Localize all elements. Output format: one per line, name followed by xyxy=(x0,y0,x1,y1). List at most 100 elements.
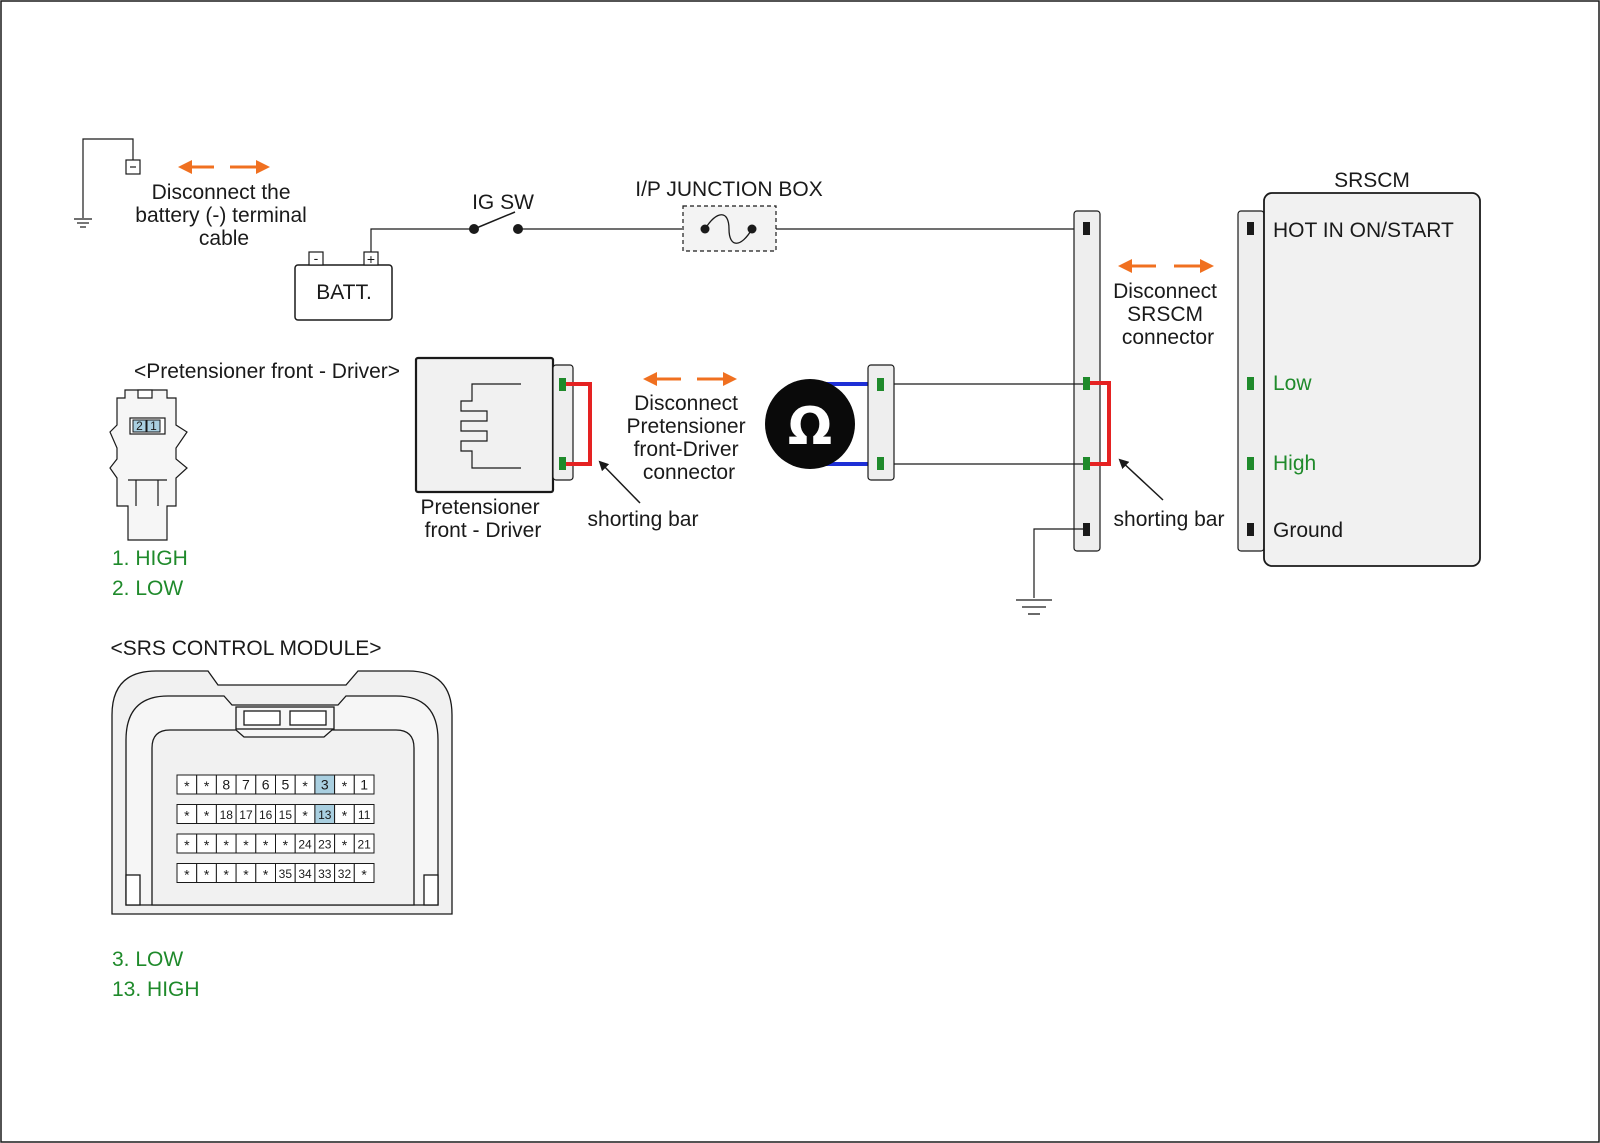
harness-pin-hot xyxy=(1083,222,1090,235)
battery-minus-label: - xyxy=(314,250,319,266)
harness-pin-ground xyxy=(1083,523,1090,536)
pretensioner-pin-1 xyxy=(559,378,566,391)
srs-pin-label: 6 xyxy=(262,777,270,793)
harness-pin-high xyxy=(1083,457,1090,470)
srs-module-title: <SRS CONTROL MODULE> xyxy=(110,637,381,660)
srs-pin-label: 18 xyxy=(220,808,234,822)
srs-pin-label: * xyxy=(342,837,348,853)
low-label: Low xyxy=(1273,372,1312,395)
srs-pin-label: * xyxy=(342,778,348,794)
pretensioner-device-connector xyxy=(552,364,574,481)
switch-icon xyxy=(469,211,523,234)
fuse-icon xyxy=(700,214,757,244)
disconnect-srscm-label: Disconnect SRSCM connector xyxy=(1113,280,1223,349)
srs-pin-label: 24 xyxy=(298,838,312,852)
srs-pin-label: * xyxy=(224,837,230,853)
srs-pin-label: 17 xyxy=(239,808,253,822)
pretensioner-face-pin-1-label: 1 xyxy=(150,419,157,433)
srs-pin-label: * xyxy=(224,867,230,883)
srs-pin-label: * xyxy=(342,808,348,824)
ground-label: Ground xyxy=(1273,519,1343,542)
srs-pin-label: * xyxy=(302,778,308,794)
srscm-pin-ground xyxy=(1247,523,1254,536)
ohmmeter-icon xyxy=(765,379,855,469)
srs-pin-label: 16 xyxy=(259,808,273,822)
srscm-pin-low xyxy=(1247,377,1254,390)
srs-pin-label: * xyxy=(263,837,269,853)
srs-pin-label: * xyxy=(243,837,249,853)
srs-pin-label: 13 xyxy=(318,808,332,822)
pretensioner-pin-2 xyxy=(559,457,566,470)
srs-legend-2: 13. HIGH xyxy=(112,978,200,1001)
shorting-bar-harness xyxy=(1090,381,1111,466)
srs-pin-label: * xyxy=(184,837,190,853)
pointer-arrow-icon xyxy=(1118,458,1164,501)
harness-pin-low xyxy=(1083,377,1090,390)
pretensioner-legend-1: 1. HIGH xyxy=(112,547,188,570)
ig-sw-label: IG SW xyxy=(472,191,534,214)
srs-pin-label: * xyxy=(302,808,308,824)
srscm-pin-hot xyxy=(1247,222,1254,235)
battery-icon xyxy=(294,251,393,321)
disconnect-battery-label: Disconnect the battery (-) terminal cabl… xyxy=(135,181,312,250)
pretensioner-device-label: Pretensioner front - Driver xyxy=(421,496,546,542)
srs-pin-label: * xyxy=(263,867,269,883)
ip-junction-box-label: I/P JUNCTION BOX xyxy=(635,178,822,201)
pretensioner-device xyxy=(414,356,555,494)
srs-pin-label: 7 xyxy=(242,777,250,793)
pretensioner-face-pin-1 xyxy=(146,419,161,433)
pretensioner-connector-face xyxy=(109,389,188,541)
srs-pin-label: 15 xyxy=(279,808,293,822)
pretensioner-connector-title: <Pretensioner front - Driver> xyxy=(134,360,400,383)
srs-pin-label: * xyxy=(204,808,210,824)
srs-pin-label: * xyxy=(204,867,210,883)
srs-pin-label: * xyxy=(361,867,367,883)
srs-pin-label: 5 xyxy=(281,777,289,793)
srscm-pin-high xyxy=(1247,457,1254,470)
ground-icon xyxy=(1016,599,1052,615)
hot-in-label: HOT IN ON/START xyxy=(1273,219,1454,242)
shorting-bar-label-pretensioner: shorting bar xyxy=(588,508,699,531)
double-arrow-icon xyxy=(178,160,270,174)
pretensioner-inner-shape xyxy=(460,383,521,469)
srs-pin-label: * xyxy=(283,837,289,853)
ground-icon xyxy=(74,218,92,228)
srs-pin-label: 35 xyxy=(279,867,293,881)
battery-label: BATT. xyxy=(316,281,372,304)
srs-pin-label: * xyxy=(204,837,210,853)
srs-pin-label: 32 xyxy=(338,867,352,881)
srscm-module xyxy=(1263,192,1481,567)
double-arrow-icon xyxy=(643,372,737,386)
srs-pin-label: 11 xyxy=(358,808,371,822)
srs-pin-label: 8 xyxy=(222,777,230,793)
pretensioner-legend-2: 2. LOW xyxy=(112,577,183,600)
srs-pin-label: * xyxy=(243,867,249,883)
srs-pin-label: * xyxy=(204,778,210,794)
ground-wire xyxy=(1033,528,1083,598)
srs-pin-label: 33 xyxy=(318,867,332,881)
pretensioner-face-pin-2 xyxy=(132,419,147,433)
power-wire xyxy=(370,228,474,252)
srs-pin-label: * xyxy=(184,808,190,824)
battery-terminal-symbol xyxy=(82,138,141,218)
srs-pin-cell xyxy=(353,804,375,824)
pointer-arrow-icon xyxy=(598,460,641,504)
disconnect-pretensioner-label: Disconnect Pretensioner front-Driver con… xyxy=(627,392,752,484)
srs-pin-cell xyxy=(353,774,375,795)
double-arrow-icon xyxy=(1118,259,1214,273)
shorting-bar-label-harness: shorting bar xyxy=(1114,508,1225,531)
high-label: High xyxy=(1273,452,1316,475)
probe-connector xyxy=(867,364,895,481)
srs-pin-label: * xyxy=(184,867,190,883)
ohmmeter-symbol: Ω xyxy=(788,397,832,457)
srs-legend-1: 3. LOW xyxy=(112,948,183,971)
srs-pin-label: 1 xyxy=(360,777,368,793)
probe-pin-low xyxy=(877,378,884,391)
srscm-title: SRSCM xyxy=(1334,169,1410,192)
battery-plus-label: + xyxy=(367,251,375,267)
srs-pin-cell xyxy=(353,863,375,883)
probe-pin-high xyxy=(877,457,884,470)
